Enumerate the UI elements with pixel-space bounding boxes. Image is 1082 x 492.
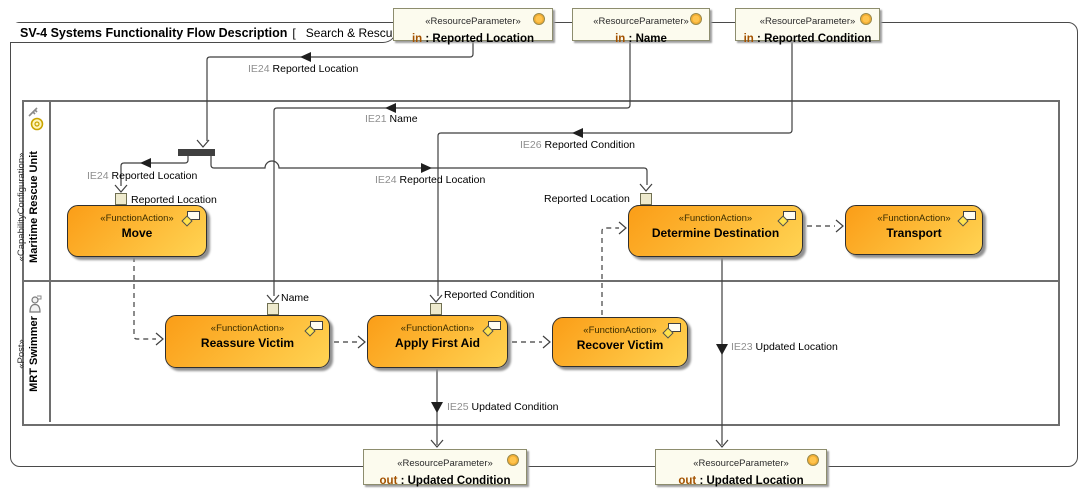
param-direction: in: [411, 33, 423, 45]
action-name: Apply First Aid: [395, 336, 480, 350]
diagram-title-tab[interactable]: SV-4 Systems Functionality Flow Descript…: [10, 23, 408, 43]
action-stereotype: «FunctionAction»: [100, 213, 174, 224]
action-name: Move: [121, 226, 153, 240]
arrowhead-into-fork: [196, 139, 210, 148]
pin-label-reassure: Name: [281, 292, 310, 304]
flow-label-ie24-top: IE24 Reported Location: [248, 63, 359, 75]
param-reported-location[interactable]: «ResourceParameter» in : Reported Locati…: [393, 8, 553, 45]
param-stereotype: «ResourceParameter»: [593, 16, 689, 27]
parameter-circle-icon: [507, 454, 519, 466]
parameter-circle-icon: [860, 13, 872, 25]
bracket-left: [: [292, 25, 296, 40]
arrow-ie23: [716, 344, 728, 355]
fork-node[interactable]: [178, 149, 215, 156]
arrowhead-into-move-pin: [114, 184, 128, 193]
flow-label-ie23: IE23 Updated Location: [731, 341, 838, 353]
param-reported-condition[interactable]: «ResourceParameter» in : Reported Condit…: [735, 8, 880, 45]
action-stereotype: «FunctionAction»: [877, 213, 951, 224]
flow-label-ie25: IE25 Updated Condition: [447, 401, 559, 413]
action-name: Recover Victim: [576, 338, 664, 352]
arrowhead-into-dd-pin: [639, 183, 653, 192]
pin-label-apply: Reported Condition: [444, 289, 535, 301]
edge-recover-to-dd[interactable]: [601, 227, 619, 315]
post-person-icon: [29, 295, 42, 313]
param-direction: out: [678, 475, 697, 487]
flow-ie24-param-to-fork[interactable]: [206, 40, 474, 141]
action-stereotype: «FunctionAction»: [583, 325, 657, 336]
action-apply-first-aid[interactable]: «FunctionAction» Apply First Aid: [367, 315, 508, 368]
action-transport[interactable]: «FunctionAction» Transport: [845, 205, 983, 255]
input-pin-reassure-victim[interactable]: [267, 303, 279, 315]
param-name: : Name: [625, 33, 667, 45]
arrow-ie24-move: [140, 158, 151, 168]
action-stereotype: «FunctionAction»: [678, 213, 753, 224]
arrowhead-into-dd: [618, 221, 627, 235]
arrowhead-into-reassure-pin: [266, 294, 280, 303]
action-stereotype: «FunctionAction»: [400, 323, 475, 334]
swimlane-pool: [22, 100, 1060, 426]
arrow-ie26: [572, 128, 583, 138]
input-pin-apply-first-aid[interactable]: [430, 303, 442, 315]
flow-ie21-name[interactable]: [273, 40, 631, 296]
capability-configuration-icon: [28, 107, 44, 131]
param-name: : Updated Location: [696, 475, 804, 487]
param-direction: in: [615, 33, 626, 45]
action-move[interactable]: «FunctionAction» Move: [67, 205, 207, 257]
arrow-ie21: [385, 103, 396, 113]
param-name: : Reported Location: [422, 33, 535, 45]
parameter-circle-icon: [533, 13, 545, 25]
arrowhead-into-updated-location: [715, 439, 729, 448]
flow-label-ie21: IE21 Name: [365, 113, 418, 125]
arrowhead-into-updated-condition: [430, 439, 444, 448]
param-name[interactable]: «ResourceParameter» in : Name: [572, 8, 710, 45]
param-stereotype: «ResourceParameter»: [425, 16, 521, 27]
flow-ie24-fork-to-move[interactable]: [120, 156, 189, 186]
parameter-circle-icon: [690, 13, 702, 25]
param-direction: out: [379, 475, 398, 487]
lane-header-divider: [49, 100, 51, 422]
param-stereotype: «ResourceParameter»: [759, 16, 856, 27]
arrowhead-into-recover: [542, 335, 551, 349]
param-name: : Reported Condition: [753, 33, 872, 45]
action-name: Reassure Victim: [200, 336, 295, 350]
arrowhead-into-transport: [835, 219, 844, 233]
action-recover-victim[interactable]: «FunctionAction» Recover Victim: [552, 317, 688, 367]
lane-divider: [22, 280, 1058, 282]
param-name: : Updated Condition: [397, 475, 511, 487]
param-direction: in: [743, 33, 754, 45]
diagram-context: Search & Rescue: [305, 25, 400, 40]
param-updated-condition[interactable]: «ResourceParameter» out : Updated Condit…: [363, 449, 527, 487]
parameter-circle-icon: [807, 454, 819, 466]
flow-label-ie24-dd: IE24 Reported Location: [375, 174, 486, 186]
arrowhead-into-apply-pin: [429, 294, 443, 303]
arrow-ie25: [431, 402, 443, 413]
pin-label-dd: Reported Location: [544, 193, 630, 205]
pin-label-move: Reported Location: [131, 194, 217, 206]
flow-label-ie26: IE26 Reported Condition: [520, 139, 636, 151]
flow-ie24-fork-to-dd[interactable]: [210, 156, 648, 185]
arrow-ie24-top: [300, 52, 311, 62]
action-stereotype: «FunctionAction»: [210, 323, 285, 334]
action-name: Determine Destination: [651, 226, 780, 240]
action-reassure-victim[interactable]: «FunctionAction» Reassure Victim: [165, 315, 330, 368]
action-name: Transport: [886, 226, 942, 240]
edge-move-to-reassure[interactable]: [133, 257, 156, 340]
input-pin-move[interactable]: [115, 193, 127, 205]
flow-ie26-reported-condition[interactable]: [437, 40, 793, 296]
param-stereotype: «ResourceParameter»: [693, 458, 789, 469]
input-pin-determine-destination[interactable]: [640, 193, 652, 205]
param-stereotype: «ResourceParameter»: [397, 458, 493, 469]
diagram-title: SV-4 Systems Functionality Flow Descript…: [20, 25, 288, 40]
arrow-ie24-dd: [421, 163, 432, 173]
arrowhead-into-reassure: [155, 332, 164, 346]
action-determine-destination[interactable]: «FunctionAction» Determine Destination: [628, 205, 803, 257]
arrowhead-into-apply: [357, 335, 366, 349]
param-updated-location[interactable]: «ResourceParameter» out : Updated Locati…: [655, 449, 827, 487]
flow-label-ie24-move: IE24 Reported Location: [87, 170, 198, 182]
